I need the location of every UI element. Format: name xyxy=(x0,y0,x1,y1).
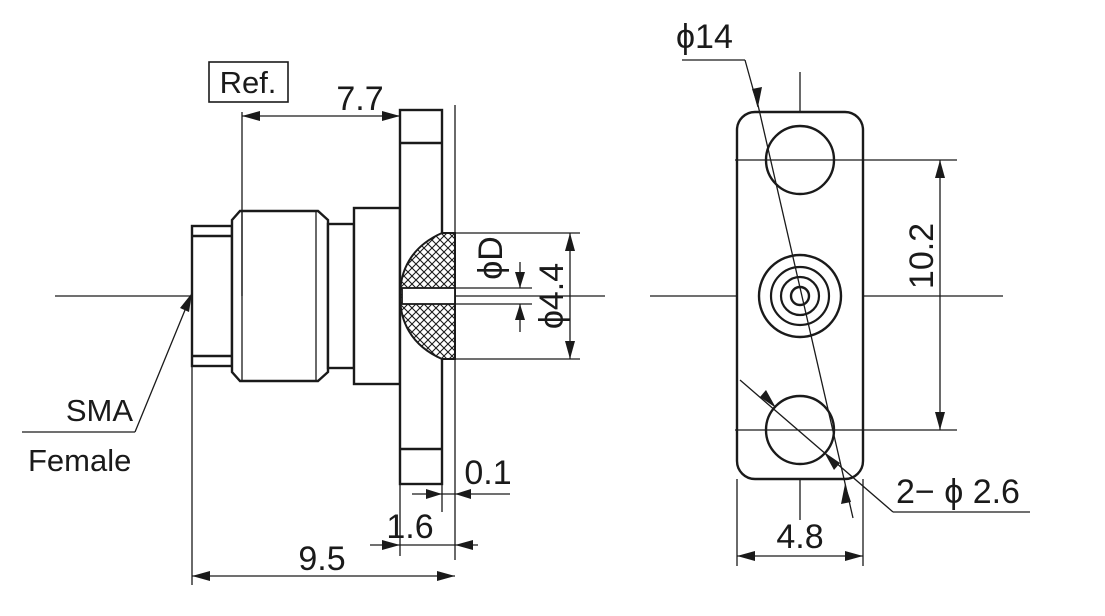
front-inner-ring xyxy=(779,275,821,317)
dim-dielectric-diameter: ϕ4.4 xyxy=(533,263,571,329)
dim-ref-length: 7.7 xyxy=(336,80,383,118)
connector-neck xyxy=(326,222,356,370)
dim-flange-diameter: ϕ14 xyxy=(676,18,733,56)
front-view: 10.2 ϕ14 4.8 2− ϕ 2.6 xyxy=(650,18,1030,566)
dim-flange-thickness: 1.6 xyxy=(386,508,433,546)
dim-total-length: 9.5 xyxy=(298,540,345,578)
connector-rear-body xyxy=(190,224,234,368)
connector-type-line2: Female xyxy=(28,443,131,478)
side-view: Ref. 7.7 9.5 1.6 0.1 ϕD xyxy=(22,61,605,585)
front-flange-outline xyxy=(735,110,865,481)
connector-thread-body xyxy=(230,209,330,383)
front-middle-ring xyxy=(769,265,831,327)
dim-pin-diameter: ϕD xyxy=(472,236,510,280)
dim-flange-width: 4.8 xyxy=(776,518,823,556)
dim-holes: 2− ϕ 2.6 xyxy=(896,473,1020,511)
dim-hole-spacing: 10.2 xyxy=(903,223,941,289)
ref-label-box xyxy=(208,61,289,103)
connector-shoulder xyxy=(352,206,402,386)
ref-label: Ref. xyxy=(220,65,277,100)
connector-type-line1: SMA xyxy=(66,393,134,428)
center-pin xyxy=(401,287,456,305)
front-outer-ring xyxy=(757,253,843,339)
dim-gap: 0.1 xyxy=(464,454,511,492)
